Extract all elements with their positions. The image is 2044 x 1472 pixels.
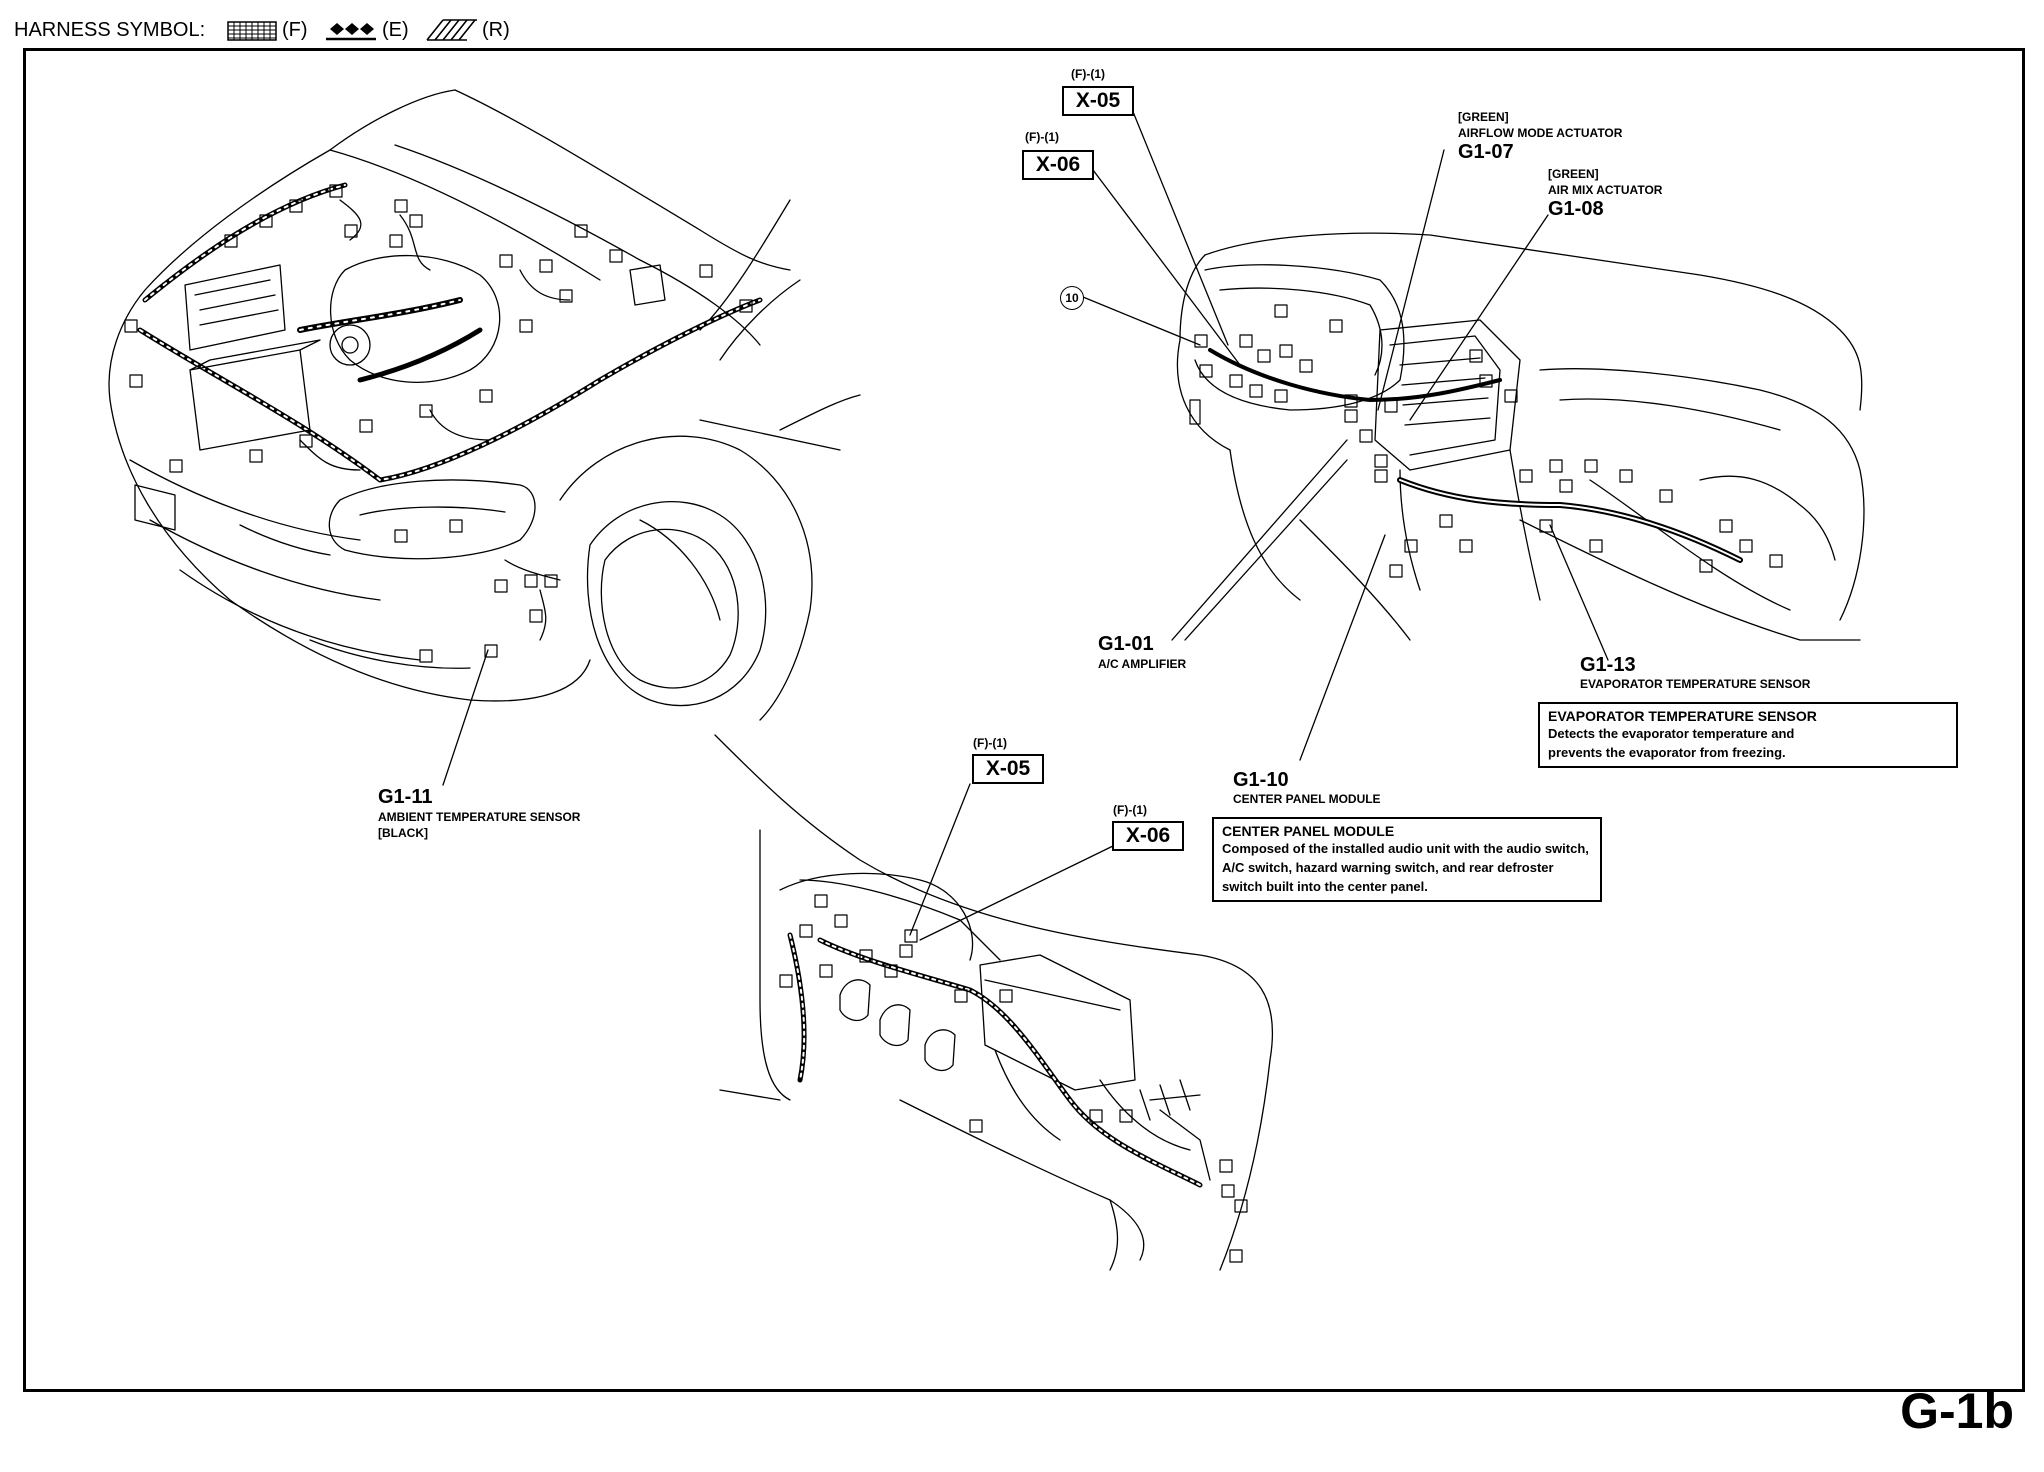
g1-13-code-label: G1-13 [1580, 654, 1636, 676]
harness-f-code: (F) [282, 19, 308, 41]
harness-e-symbol-icon [326, 23, 376, 41]
engine-bay-view [108, 89, 861, 786]
center-panel-info-title: CENTER PANEL MODULE [1222, 823, 1395, 839]
page-code: G-1b [1900, 1383, 2014, 1439]
x05-connector-box: X-05 [1062, 86, 1134, 116]
g1-11-code-label: G1-11 [378, 786, 433, 808]
x05-ref-label: (F)-(1) [1071, 67, 1105, 81]
bottom-x06-connector-box: X-06 [1112, 821, 1184, 851]
evaporator-info-description: Detects the evaporator temperature and p… [1548, 726, 1795, 760]
g1-10-code-label: G1-10 [1233, 769, 1289, 791]
evaporator-sensor-info-box: EVAPORATOR TEMPERATURE SENSOR Detects th… [1538, 702, 1958, 768]
g1-08-color-label: [GREEN] [1548, 167, 1599, 181]
x06-ref-label: (F)-(1) [1025, 130, 1059, 144]
bottom-x06-ref-label: (F)-(1) [1113, 803, 1147, 817]
x06-connector-box: X-06 [1022, 150, 1094, 180]
evaporator-info-title: EVAPORATOR TEMPERATURE SENSOR [1548, 708, 1817, 724]
harness-f-symbol-icon [227, 21, 277, 41]
center-panel-info-description: Composed of the installed audio unit wit… [1222, 841, 1589, 894]
g1-11-color-label: [BLACK] [378, 826, 428, 840]
harness-symbol-legend-title: HARNESS SYMBOL: [14, 19, 206, 41]
harness-e-code: (E) [382, 19, 409, 41]
g1-08-name-label: AIR MIX ACTUATOR [1548, 183, 1663, 197]
g1-11-name-label: AMBIENT TEMPERATURE SENSOR [378, 810, 581, 824]
g1-08-code-label: G1-08 [1548, 198, 1604, 220]
connector-10-marker: 10 [1060, 286, 1084, 310]
g1-01-name-label: A/C AMPLIFIER [1098, 657, 1187, 671]
bottom-x05-connector-box: X-05 [972, 754, 1044, 784]
g1-07-color-label: [GREEN] [1458, 110, 1509, 124]
bottom-x05-ref-label: (F)-(1) [973, 736, 1007, 750]
g1-13-name-label: EVAPORATOR TEMPERATURE SENSOR [1580, 677, 1811, 691]
g1-01-code-label: G1-01 [1098, 633, 1154, 655]
g1-10-name-label: CENTER PANEL MODULE [1233, 792, 1381, 806]
g1-07-name-label: AIRFLOW MODE ACTUATOR [1458, 126, 1623, 140]
harness-r-code: (R) [482, 19, 510, 41]
diagram-frame [23, 48, 2025, 1392]
dashboard-view [1082, 96, 1865, 761]
harness-r-symbol-icon [426, 19, 477, 41]
lower-cabin-view [714, 734, 1274, 1271]
g1-07-code-label: G1-07 [1458, 141, 1514, 163]
center-panel-info-box: CENTER PANEL MODULE Composed of the inst… [1212, 817, 1602, 902]
